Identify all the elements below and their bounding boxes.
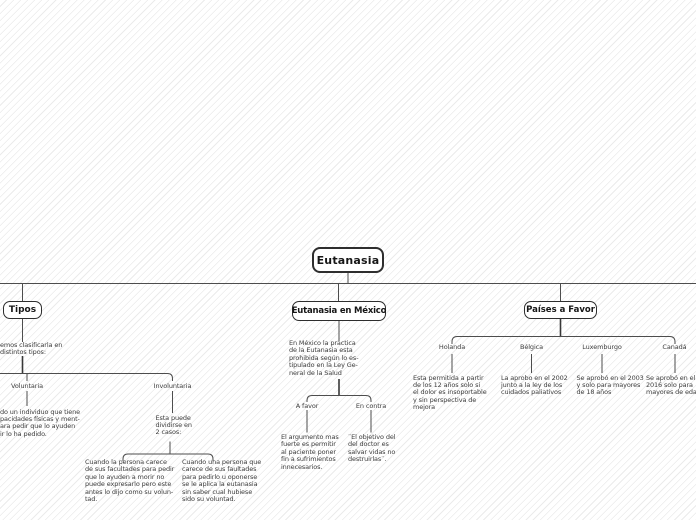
belgica-note[interactable]: La aprobo en el 2002 junto a la ley de l… xyxy=(501,373,568,397)
holanda-note[interactable]: Esta permitida a partir de los 12 años s… xyxy=(413,373,487,412)
node-eutanasia[interactable]: Eutanasia xyxy=(312,247,384,273)
involuntaria-caso-2[interactable]: Cuando una persona que carece de sus fau… xyxy=(182,458,262,504)
node-eutanasia-label: Eutanasia xyxy=(316,253,380,267)
topic-voluntaria[interactable]: Voluntaria xyxy=(11,382,43,390)
connector-involuntaria-bracket xyxy=(122,453,214,461)
mexico-note[interactable]: En México la practica de la Eutanasia es… xyxy=(289,339,359,377)
luxemburgo-note[interactable]: Se aprobó en el 2003 y solo para mayores… xyxy=(576,373,644,397)
node-eutanasia-en-mexico[interactable]: Eutanasia en México xyxy=(292,301,386,321)
tipos-note[interactable]: emos clasificarla en distintos tipos: xyxy=(0,340,63,356)
topic-a-favor[interactable]: A favor xyxy=(295,401,319,410)
node-tipos-label: Tipos xyxy=(8,305,37,315)
node-paises-a-favor-label: Países a Favor xyxy=(526,305,595,315)
topic-involuntaria[interactable]: Involuntaria xyxy=(153,382,192,390)
topic-en-contra[interactable]: En contra xyxy=(355,401,387,410)
node-paises-a-favor[interactable]: Países a Favor xyxy=(524,301,597,319)
canada-note[interactable]: Se aprobó en el 2016 solo para mayores d… xyxy=(646,373,696,397)
node-tipos[interactable]: Tipos xyxy=(3,301,42,319)
topic-canada[interactable]: Canadá xyxy=(662,343,687,351)
node-eutanasia-en-mexico-label: Eutanasia en México xyxy=(291,306,387,316)
connector-tipos-bracket xyxy=(0,373,173,381)
topic-belgica[interactable]: Bélgica xyxy=(519,343,544,351)
connector-paises-bracket xyxy=(451,336,676,344)
involuntaria-caso-1[interactable]: Cuando la persona carece de sus facultad… xyxy=(85,458,175,504)
topic-luxemburgo[interactable]: Luxemburgo xyxy=(582,343,622,351)
a-favor-note[interactable]: El argumento mas fuerte es permitir al p… xyxy=(281,433,339,471)
voluntaria-note[interactable]: do un individuo que tiene pacidades físi… xyxy=(0,407,81,438)
topic-holanda[interactable]: Holanda xyxy=(438,343,466,351)
connector-mexico-bracket xyxy=(306,395,372,402)
involuntaria-note[interactable]: Esta puede dividirse en 2 casos: xyxy=(155,413,192,437)
en-contra-note[interactable]: ¨El objetivo del del doctor es salvar vi… xyxy=(348,433,396,464)
